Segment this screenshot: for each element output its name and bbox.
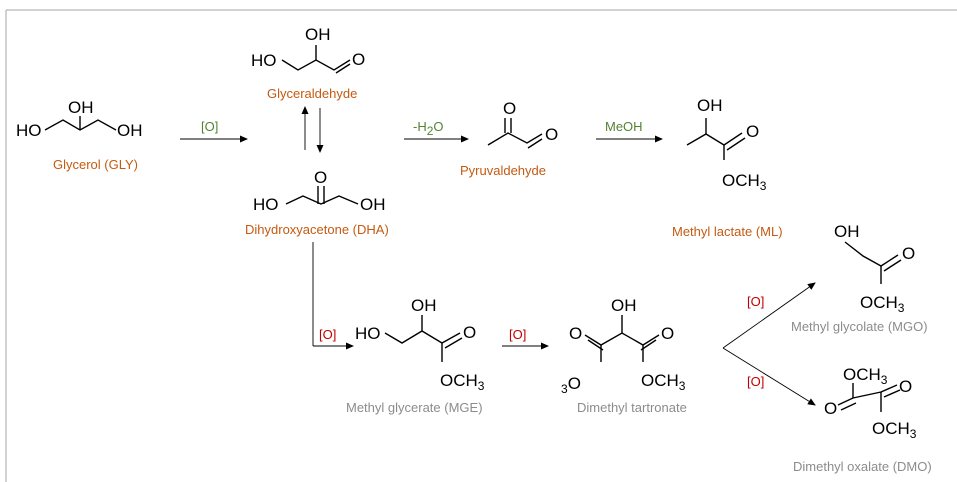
tartronate-o-right: O (661, 324, 674, 343)
mgo-o: O (902, 244, 915, 263)
dmo-och3-bottom: OCH3 (872, 419, 917, 441)
reagent-ox-dmo: [O] (747, 374, 764, 389)
mgo-label: Methyl glycolate (MGO) (791, 319, 928, 334)
mgo-och3: OCH3 (860, 293, 905, 315)
mge-structure: HO OH O OCH3 (355, 296, 485, 393)
dmo-label: Dimethyl oxalate (DMO) (793, 459, 932, 474)
mge-oh: OH (411, 296, 437, 315)
dha-oh: OH (360, 195, 386, 214)
mgo-structure: OH O OCH3 (834, 222, 915, 315)
pyruvaldehyde-structure: O O (487, 99, 558, 149)
mge-label: Methyl glycerate (MGE) (346, 400, 483, 415)
tartronate-ch3o: 3O (561, 374, 581, 396)
reagent-meoh: MeOH (605, 119, 643, 134)
glycerol-oh-top: OH (68, 98, 94, 117)
dmo-o-right: O (899, 377, 912, 396)
ml-oh: OH (697, 96, 723, 115)
ml-och3: OCH3 (722, 171, 767, 193)
dmo-structure: OCH3 O O OCH3 (824, 365, 917, 441)
mgo-oh: OH (834, 222, 860, 241)
mge-ho: HO (355, 324, 381, 343)
pyruvaldehyde-o-right: O (545, 125, 558, 144)
pyruvaldehyde-o-top: O (503, 99, 516, 118)
dha-structure: HO OH O (253, 168, 386, 214)
glyceraldehyde-structure: HO OH O (251, 25, 365, 74)
glyceraldehyde-label: Glyceraldehyde (267, 86, 357, 101)
glycerol-structure: HO OH OH (16, 98, 143, 140)
tartronate-oh: OH (611, 296, 637, 315)
tartronate-label: Dimethyl tartronate (577, 400, 687, 415)
glyceraldehyde-o: O (352, 50, 365, 69)
glyceraldehyde-oh: OH (305, 25, 331, 44)
tartronate-o-left: O (569, 324, 582, 343)
reagent-dehydration: -H2O (413, 119, 444, 138)
tartronate-structure: O O OH 3O OCH3 (561, 296, 686, 396)
methyl-lactate-structure: OH O OCH3 (686, 96, 767, 193)
reagent-ox-mgo: [O] (747, 294, 764, 309)
mge-o: O (463, 323, 476, 342)
dha-label: Dihydroxyacetone (DHA) (245, 222, 389, 237)
reagent-ox-gly: [O] (201, 119, 218, 134)
pyruvaldehyde-label: Pyruvaldehyde (460, 163, 546, 178)
arrow-to-dmo (722, 347, 816, 406)
dmo-o-left: O (824, 399, 837, 418)
reagent-ox-dha: [O] (319, 327, 336, 342)
tartronate-och3: OCH3 (641, 371, 686, 393)
ml-label: Methyl lactate (ML) (672, 224, 783, 239)
mge-och3: OCH3 (440, 371, 485, 393)
glyceraldehyde-ho: HO (251, 51, 277, 70)
dha-ho: HO (253, 195, 279, 214)
glycerol-ho-left: HO (16, 121, 42, 140)
reagent-ox-mge: [O] (509, 327, 526, 342)
dmo-och3-top: OCH3 (843, 365, 888, 387)
arrow-to-mgo (722, 282, 816, 349)
ml-o: O (746, 122, 759, 141)
dha-o: O (314, 168, 327, 187)
glycerol-oh-right: OH (117, 121, 143, 140)
glycerol-label: Glycerol (GLY) (53, 157, 138, 172)
